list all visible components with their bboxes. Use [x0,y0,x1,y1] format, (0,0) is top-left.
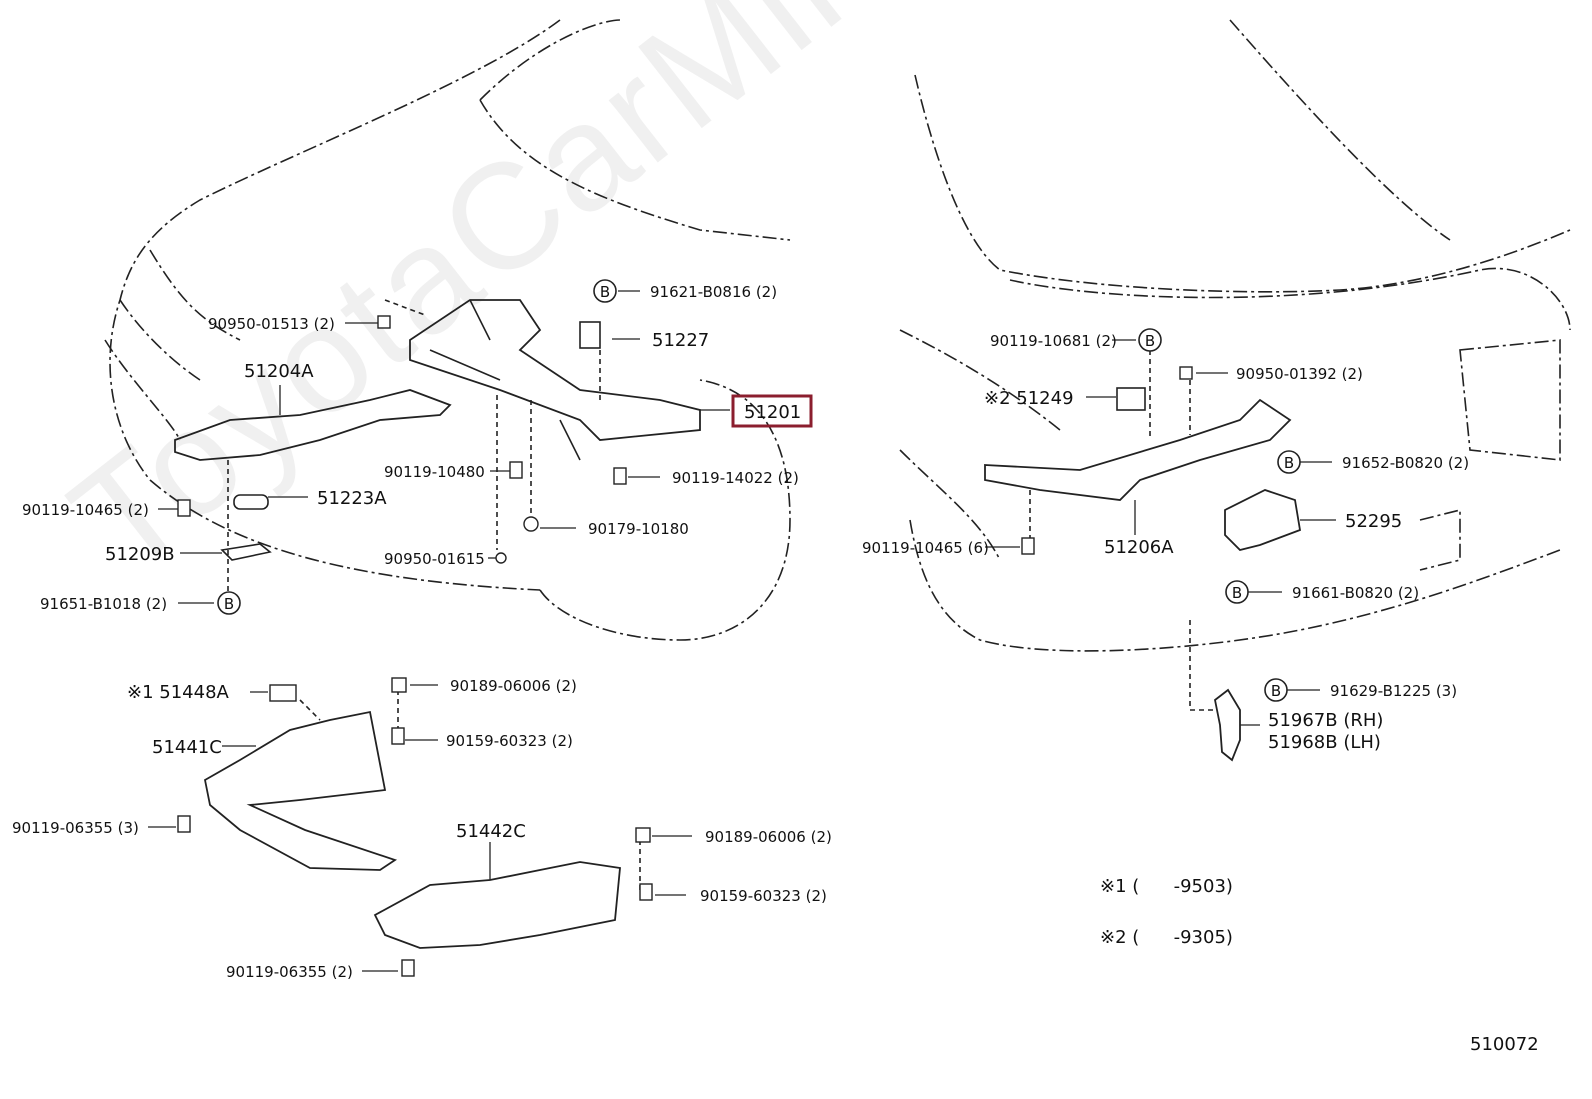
right-hood [1009,19,1571,331]
b-symbol: B [1225,580,1249,604]
part-label: 91661-B0820 (2) [1292,584,1419,602]
b-symbol: B [1138,328,1162,352]
part-label: 90950-01392 (2) [1236,365,1363,383]
b-symbol-text: B [224,595,234,613]
part-label: 90119-06355 (3) [12,819,139,837]
b-symbol: B [593,279,617,303]
plate-51209B [220,543,272,561]
part-label: 90179-10180 [588,520,689,538]
left-hood-top [479,19,791,241]
part-label: 90119-10480 [384,463,485,481]
part-label: 52295 [1345,511,1402,532]
right-bumper [899,329,1561,652]
b-symbol-text: B [600,283,610,301]
right-body-outline [914,74,1571,293]
under-cover-51441C [203,710,398,871]
diagram-code: 510072 [1470,1034,1539,1055]
part-highlight-box [731,394,813,428]
right-lamp [1419,339,1561,571]
part-label: 51223A [317,488,387,509]
part-label: ※2 51249 [984,388,1074,409]
bracket-51967B [1214,688,1241,762]
part-label: 90159-60323 (2) [700,887,827,905]
part-label: 51209B [105,544,175,565]
right-dashed-leaders [1029,350,1215,711]
part-label: 51206A [1104,537,1174,558]
b-symbol-text: B [1145,332,1155,350]
mount-51227 [579,321,601,349]
b-symbol-text: B [1232,584,1242,602]
part-label: 51227 [652,330,709,351]
left-fender [104,249,241,441]
leader-lines [148,290,1336,972]
part-label: ※1 51448A [127,682,230,703]
part-label: 51441C [152,737,222,758]
part-label: 90159-60323 (2) [446,732,573,750]
part-label: 91621-B0816 (2) [650,283,777,301]
bracket-51204A [174,389,452,461]
footnote: ※1 ( -9503) [1100,876,1233,897]
b-symbols: B B B B B B [217,279,1301,702]
plate-51223A [233,494,269,510]
part-label: 51967B (RH) [1268,710,1383,731]
part-label: 90189-06006 (2) [705,828,832,846]
left-hood-outline [109,19,561,591]
part-label: 91629-B1225 (3) [1330,682,1457,700]
b-symbol: B [217,591,241,615]
b-symbol-text: B [1284,454,1294,472]
part-label: 90189-06006 (2) [450,677,577,695]
left-dashed-leaders [227,299,601,600]
left-wheel-arch [539,379,791,641]
part-label: 90119-10681 (2) [990,332,1117,350]
fasteners [177,315,1193,977]
part-label: 90119-10465 (2) [22,501,149,519]
crossmember-51206A [984,398,1292,501]
b-symbol: B [1277,450,1301,474]
part-label-highlighted[interactable]: 51201 [744,402,801,423]
part-label: 51442C [456,821,526,842]
part-label: 90950-01615 [384,550,485,568]
crossmember-ribs [429,299,581,461]
part-label: 91651-B1018 (2) [40,595,167,613]
part-label: 91652-B0820 (2) [1342,454,1469,472]
under-dashed-leaders [299,690,641,890]
part-label: 90119-10465 (6) [862,539,989,557]
part-label: 90119-14022 (2) [672,469,799,487]
mount-51249 [1116,387,1146,411]
footnote: ※2 ( -9305) [1100,927,1233,948]
part-label: 51204A [244,361,314,382]
part-label: 90119-06355 (2) [226,963,353,981]
under-cover-51442C [373,861,621,949]
bracket-52295 [1224,489,1302,551]
b-symbol-text: B [1271,682,1281,700]
b-symbol: B [1264,678,1288,702]
part-label: 51968B (LH) [1268,732,1381,753]
part-label: 90950-01513 (2) [208,315,335,333]
crossmember-51201 [409,299,701,441]
